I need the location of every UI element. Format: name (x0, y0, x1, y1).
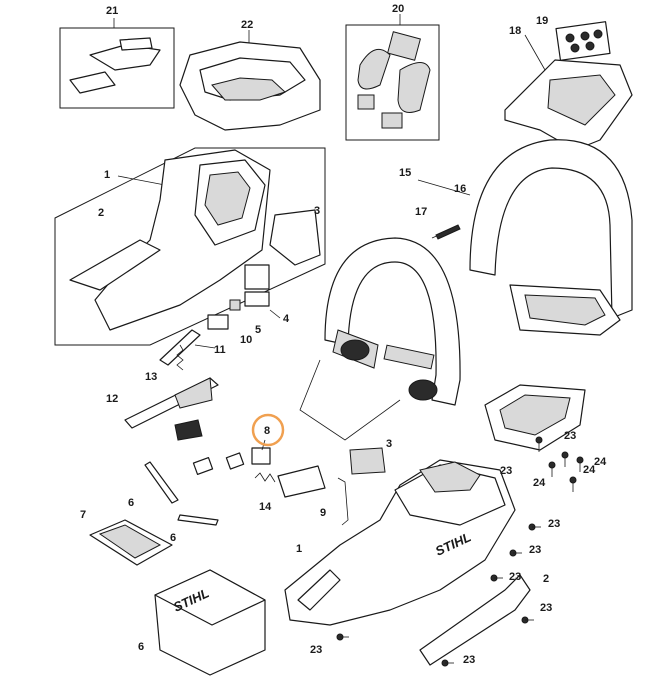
callout-22: 22 (241, 19, 253, 31)
callout-18: 18 (509, 25, 521, 37)
callout-4: 4 (283, 313, 290, 325)
screw-icon (509, 549, 522, 557)
part-7-filter-base (89, 519, 173, 566)
callout-23-g: 23 (310, 644, 322, 656)
callout-6-upper: 6 (128, 497, 134, 509)
callout-3-lower: 3 (386, 438, 392, 450)
screw-icon (336, 633, 349, 641)
callout-23-b: 23 (500, 465, 512, 477)
callout-1-lower: 1 (296, 543, 302, 555)
callout-23-h: 23 (463, 654, 475, 666)
callout-2-top: 2 (98, 207, 104, 219)
callout-23-a: 23 (564, 430, 576, 442)
callout-10: 10 (240, 334, 252, 346)
screw-set (336, 436, 584, 667)
callout-14: 14 (259, 501, 272, 513)
callout-11: 11 (214, 344, 226, 356)
callout-23-f: 23 (540, 602, 552, 614)
screw-icon (535, 436, 543, 452)
callout-23-d: 23 (529, 544, 541, 556)
part-3-pad-lower (349, 447, 386, 475)
part-group-11-13-lever (159, 329, 216, 371)
part-group-1-housing (54, 147, 326, 346)
part-15-16-front-handle (417, 139, 633, 336)
screw-icon (490, 574, 503, 582)
callout-8: 8 (264, 425, 270, 437)
callout-7: 7 (80, 509, 86, 521)
part-group-23-24-bracket (484, 384, 586, 451)
callout-15: 15 (399, 167, 411, 179)
part-22-top-cover (179, 30, 321, 131)
callout-20: 20 (392, 3, 404, 15)
callout-24-c: 24 (533, 477, 546, 489)
part-2-cover-bar (419, 574, 531, 666)
callout-24-b: 24 (583, 464, 596, 476)
callout-6-lower: 6 (170, 532, 176, 544)
callout-13: 13 (145, 371, 157, 383)
callout-23-c: 23 (548, 518, 560, 530)
callout-16: 16 (454, 183, 466, 195)
part-18-side-cover (504, 21, 633, 151)
part-group-20 (345, 14, 440, 141)
screw-icon (528, 523, 541, 531)
part-loop-handle (299, 237, 461, 441)
part-group-8-14 (174, 419, 326, 498)
callout-17: 17 (415, 206, 427, 218)
callout-3-top: 3 (314, 205, 320, 217)
callout-21: 21 (106, 5, 118, 17)
part-group-21 (59, 18, 175, 109)
callout-1-top: 1 (104, 169, 110, 181)
screw-icon (441, 659, 454, 667)
part-group-4-switch (207, 264, 281, 330)
part-1-main-housing (284, 459, 516, 626)
callout-5: 5 (255, 324, 261, 336)
screw-icon (569, 476, 577, 492)
screw-icon (561, 451, 569, 467)
part-6-clip-lower (177, 514, 219, 526)
part-9-rod (337, 477, 349, 526)
part-6-clip-upper (144, 461, 179, 504)
screw-icon (576, 456, 584, 472)
part-12-trigger-bar (124, 377, 219, 429)
screw-icon (521, 616, 534, 624)
callout-9: 9 (320, 507, 326, 519)
callout-19: 19 (536, 15, 548, 27)
callout-24-a: 24 (594, 456, 607, 468)
callout-2-lower: 2 (543, 573, 549, 585)
part-filter-cover (154, 569, 266, 676)
callout-23-e: 23 (509, 571, 521, 583)
callout-12: 12 (106, 393, 118, 405)
highlight-ring (251, 413, 285, 447)
callout-6-cover: 6 (138, 641, 144, 653)
screw-icon (548, 461, 556, 477)
